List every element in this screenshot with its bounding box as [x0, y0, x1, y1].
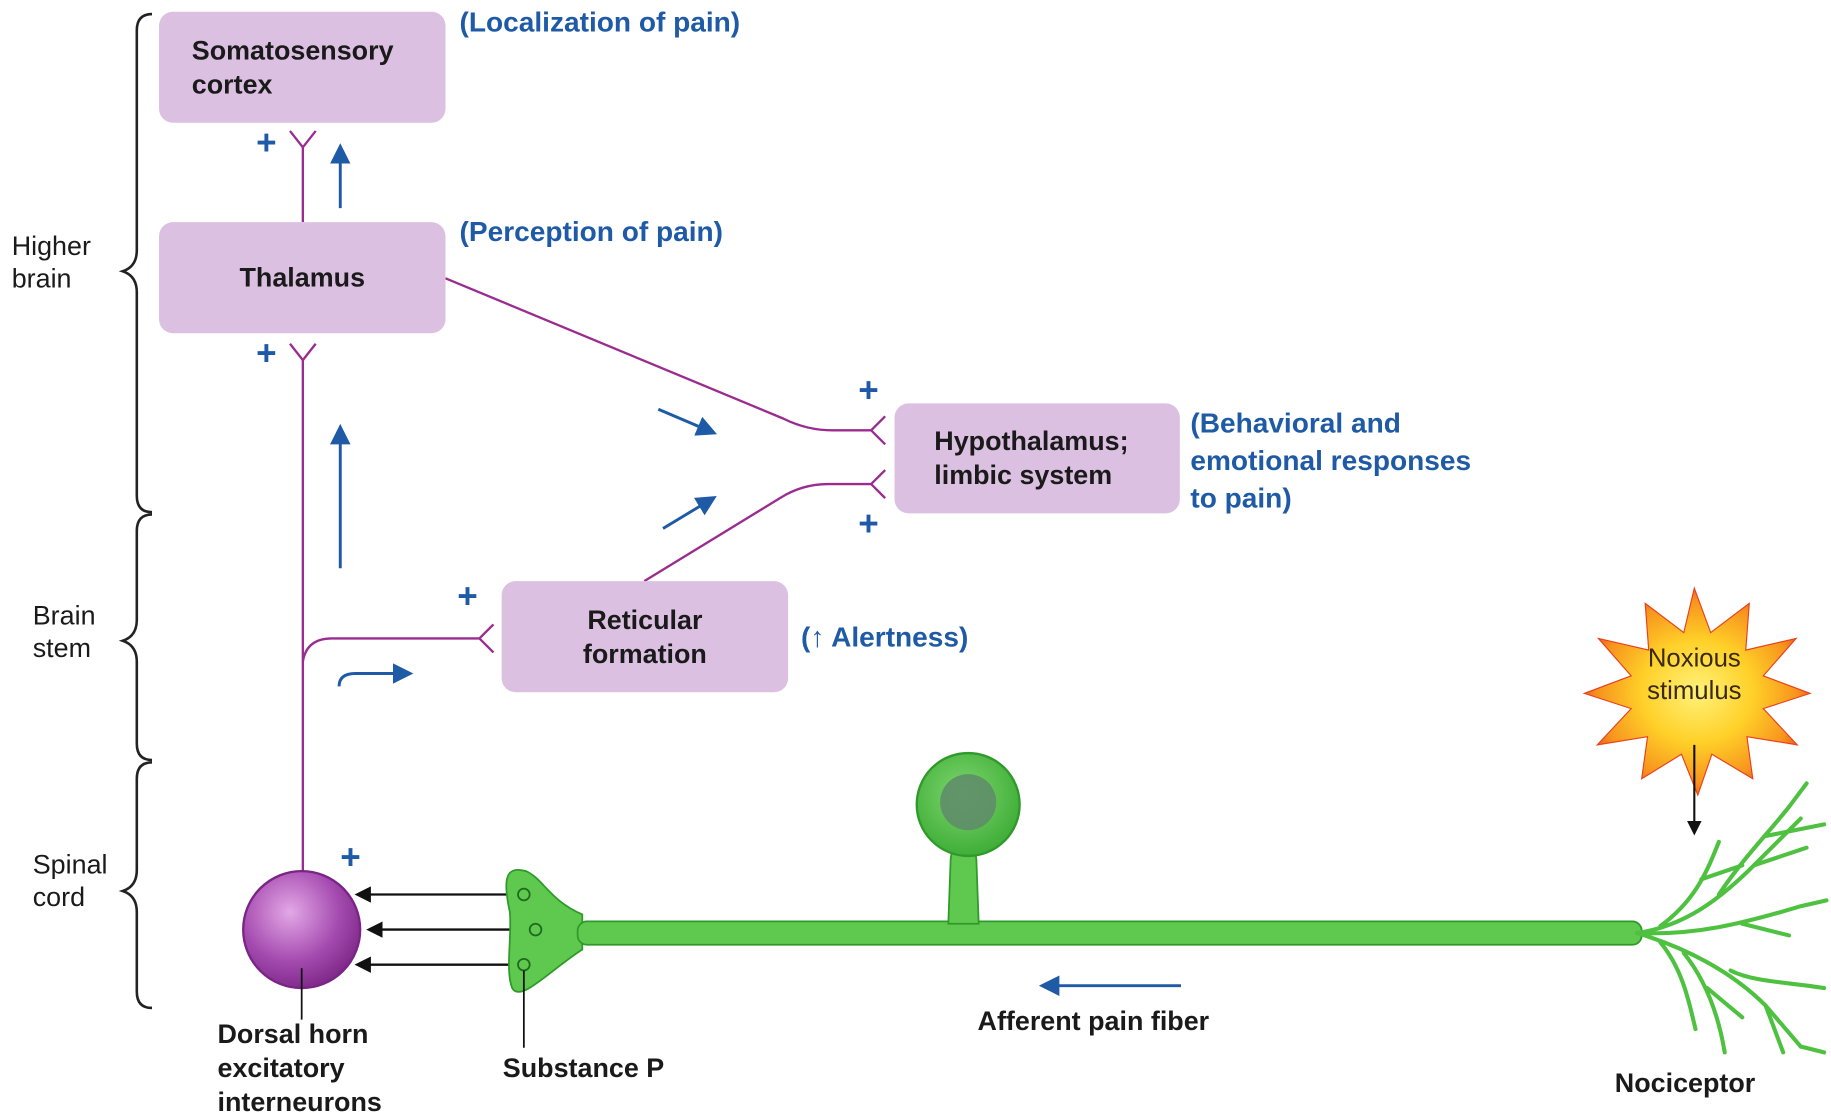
nociceptor-branches [1634, 781, 1829, 1055]
hypothalamus-limbic-box: Hypothalamus; limbic system [894, 403, 1180, 514]
dorsal-horn-label: Dorsal horn excitatory interneurons [217, 1018, 382, 1117]
plus-sign-thalamus: + [256, 334, 277, 374]
vesicle-1 [517, 887, 531, 902]
region-brackets [118, 12, 153, 1010]
somatosensory-cortex-box: Somatosensory cortex [159, 11, 446, 123]
reticular-to-hypothalamus [643, 482, 872, 583]
brain-stem-bracket [118, 513, 153, 762]
afferent-neuron [505, 751, 1829, 1055]
nociceptor-label: Nociceptor [1614, 1067, 1756, 1098]
cortex-terminal [289, 130, 317, 149]
plus-sign-cortex: + [256, 123, 277, 163]
reticular-formation-box: Reticular formation [501, 581, 789, 693]
thalamus-terminal [289, 343, 317, 361]
higher-brain-bracket [118, 12, 153, 514]
alertness-annotation: (↑ Alertness) [800, 622, 969, 654]
plus-sign-hypothalamus-bottom: + [858, 505, 879, 544]
curve-arrow-reticular [337, 663, 414, 687]
plus-sign-interneuron: + [340, 838, 361, 877]
region-brain-stem: Brain stem [32, 599, 96, 663]
thalamus-box: Thalamus [159, 222, 446, 334]
spinal-cord-bracket [118, 761, 153, 1010]
plus-sign-hypothalamus-top: + [858, 371, 879, 411]
noxious-stimulus-burst [1582, 586, 1812, 797]
substance-p-arrows [354, 886, 529, 973]
arrow-to-hypothalamus-upper [657, 407, 718, 436]
nucleus [940, 774, 997, 831]
noxious-stimulus-label: Noxious stimulus [1647, 643, 1742, 706]
afferent-fiber-label: Afferent pain fiber [977, 1005, 1210, 1036]
vesicle-2 [528, 922, 543, 937]
substance-p-label: Substance P [502, 1052, 665, 1083]
behavioral-annotation: (Behavioral and emotional responses to p… [1190, 408, 1472, 515]
axon [576, 920, 1643, 946]
branch-to-reticular [301, 637, 480, 663]
axon-terminal [505, 869, 584, 993]
arrow-to-hypothalamus-lower [662, 496, 717, 530]
region-spinal-cord: Spinal cord [32, 848, 108, 913]
localization-annotation: (Localization of pain) [459, 7, 741, 39]
direction-arrows [330, 143, 1181, 996]
region-higher-brain: Higher brain [11, 230, 91, 294]
hypothalamus-terminal-top [870, 415, 886, 446]
plus-sign-reticular: + [457, 577, 478, 617]
perception-annotation: (Perception of pain) [459, 216, 724, 248]
hypothalamus-terminal-bottom [870, 469, 886, 499]
reticular-terminal [478, 623, 495, 654]
thalamus-to-hypothalamus [445, 277, 872, 432]
vesicle-3 [517, 957, 531, 972]
ascending-pathway [289, 130, 886, 872]
